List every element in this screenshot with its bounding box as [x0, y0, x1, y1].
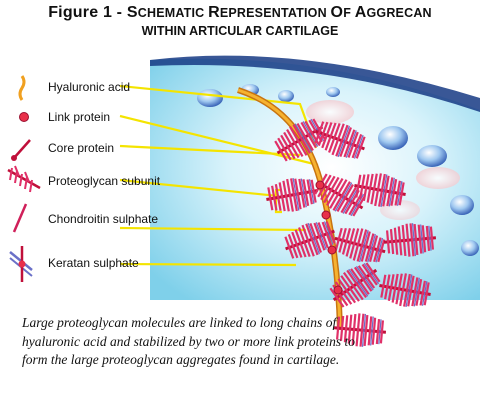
legend-label-chondroitin-sulphate: Chondroitin sulphate: [48, 212, 159, 226]
link-protein: [327, 245, 337, 255]
legend-label-link-protein: Link protein: [48, 110, 111, 124]
proteoglycan-subunit: [333, 313, 387, 347]
proteoglycan-subunit: [354, 173, 406, 208]
legend-label-keratan-sulphate: Keratan sulphate: [48, 256, 139, 270]
hyaluronic-acid-icon: [18, 75, 26, 101]
link-protein: [315, 180, 325, 190]
proteoglycan-subunits: [266, 118, 437, 347]
figure-number: Figure 1 -: [48, 4, 127, 21]
cartilage-surface: [150, 55, 480, 112]
proteoglycan-subunit-icon: [7, 165, 41, 193]
proteoglycan-subunit: [383, 223, 437, 257]
figure-title: Figure 1 - SCHEMATIC REPRESENTATION OF A…: [0, 4, 480, 22]
proteoglycan-subunit: [314, 121, 366, 159]
proteoglycan-subunit: [379, 273, 431, 308]
link-protein-icon: [19, 112, 29, 122]
proteoglycan-subunit: [266, 177, 318, 212]
title-line-2: WITHIN ARTICULAR CARTILAGE: [141, 24, 339, 38]
core-protein-icon: [11, 139, 31, 161]
link-protein: [333, 285, 343, 295]
figure-caption: Large proteoglycan molecules are linked …: [22, 315, 355, 367]
link-protein: [321, 210, 331, 220]
title-line-1: SCHEMATIC REPRESENTATION OF AGGRECAN: [126, 4, 432, 21]
legend-label-core-protein: Core protein: [48, 141, 115, 155]
keratan-sulphate-icon: [9, 246, 33, 282]
proteoglycan-subunit: [314, 173, 366, 217]
legend-label-proteoglycan-subunit: Proteoglycan subunit: [48, 174, 161, 188]
proteoglycan-subunit: [284, 221, 336, 259]
proteoglycan-subunit: [334, 227, 386, 263]
chondrocyte-cells: [197, 84, 479, 256]
legend-label-hyaluronic-acid: Hyaluronic acid: [48, 80, 131, 94]
chondroitin-sulphate-icon: [12, 203, 28, 233]
proteoglycan-subunit: [329, 262, 381, 308]
